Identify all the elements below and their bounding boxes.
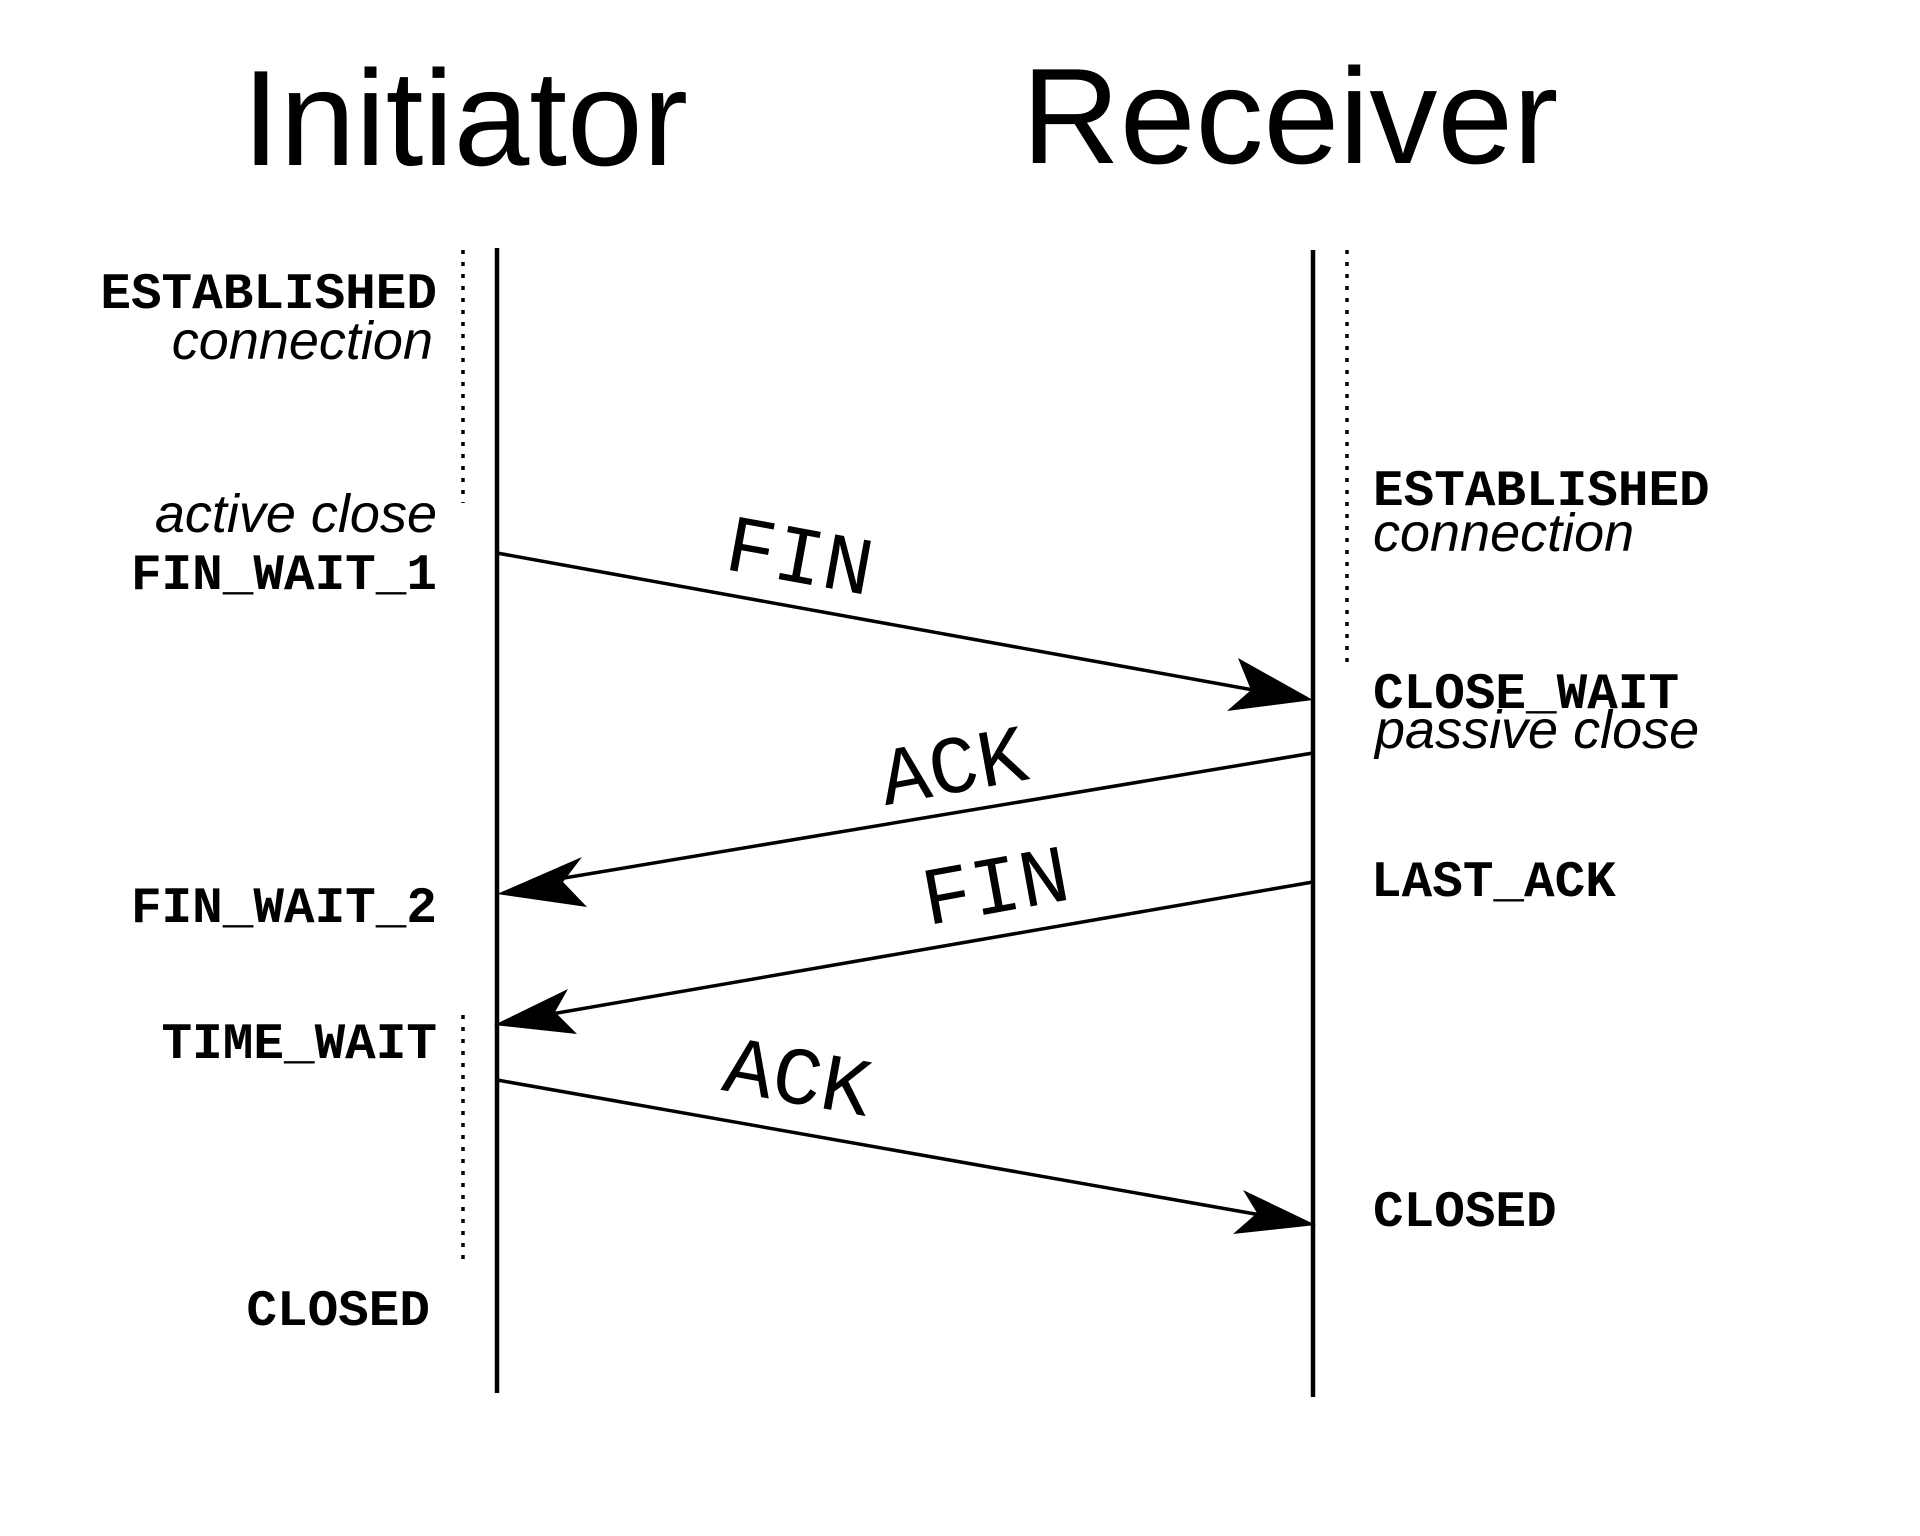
ack-message-2-arrow <box>496 1078 1273 1219</box>
fin-message-1-arrowhead <box>1227 658 1313 711</box>
ack-message-2-arrowhead <box>1233 1190 1316 1234</box>
initiator-state-closed: CLOSED <box>246 1284 430 1341</box>
ack-message-1-arrowhead <box>497 857 587 907</box>
initiator-active-close-note: active close <box>155 484 437 544</box>
receiver-established-note: connection <box>1373 503 1634 563</box>
receiver-state-established: ESTABLISHED <box>1373 464 1710 521</box>
ack-message-1-arrow <box>539 751 1314 884</box>
fin-message-2-arrowhead <box>494 989 577 1034</box>
fin-message-1-label: FIN <box>718 502 880 620</box>
initiator-established-note: connection <box>172 311 433 371</box>
fin-message-2-arrow <box>539 880 1314 1018</box>
initiator-state-fin-wait-2: FIN_WAIT_2 <box>131 881 437 938</box>
fin-message-1-arrow <box>496 551 1271 695</box>
receiver-state-last-ack: LAST_ACK <box>1371 855 1616 912</box>
initiator-state-established: ESTABLISHED <box>100 267 437 324</box>
ack-message-1-label: ACK <box>873 712 1036 830</box>
receiver-state-close-wait: CLOSE_WAIT <box>1373 667 1679 724</box>
initiator-state-time-wait: TIME_WAIT <box>162 1017 437 1074</box>
fin-message-2-label: FIN <box>915 832 1077 950</box>
receiver-state-closed: CLOSED <box>1373 1185 1557 1242</box>
initiator-state-fin-wait-1: FIN_WAIT_1 <box>131 548 437 605</box>
initiator-title: Initiator <box>242 42 688 194</box>
receiver-passive-close-note: passive close <box>1373 700 1699 760</box>
receiver-title: Receiver <box>1022 40 1559 192</box>
